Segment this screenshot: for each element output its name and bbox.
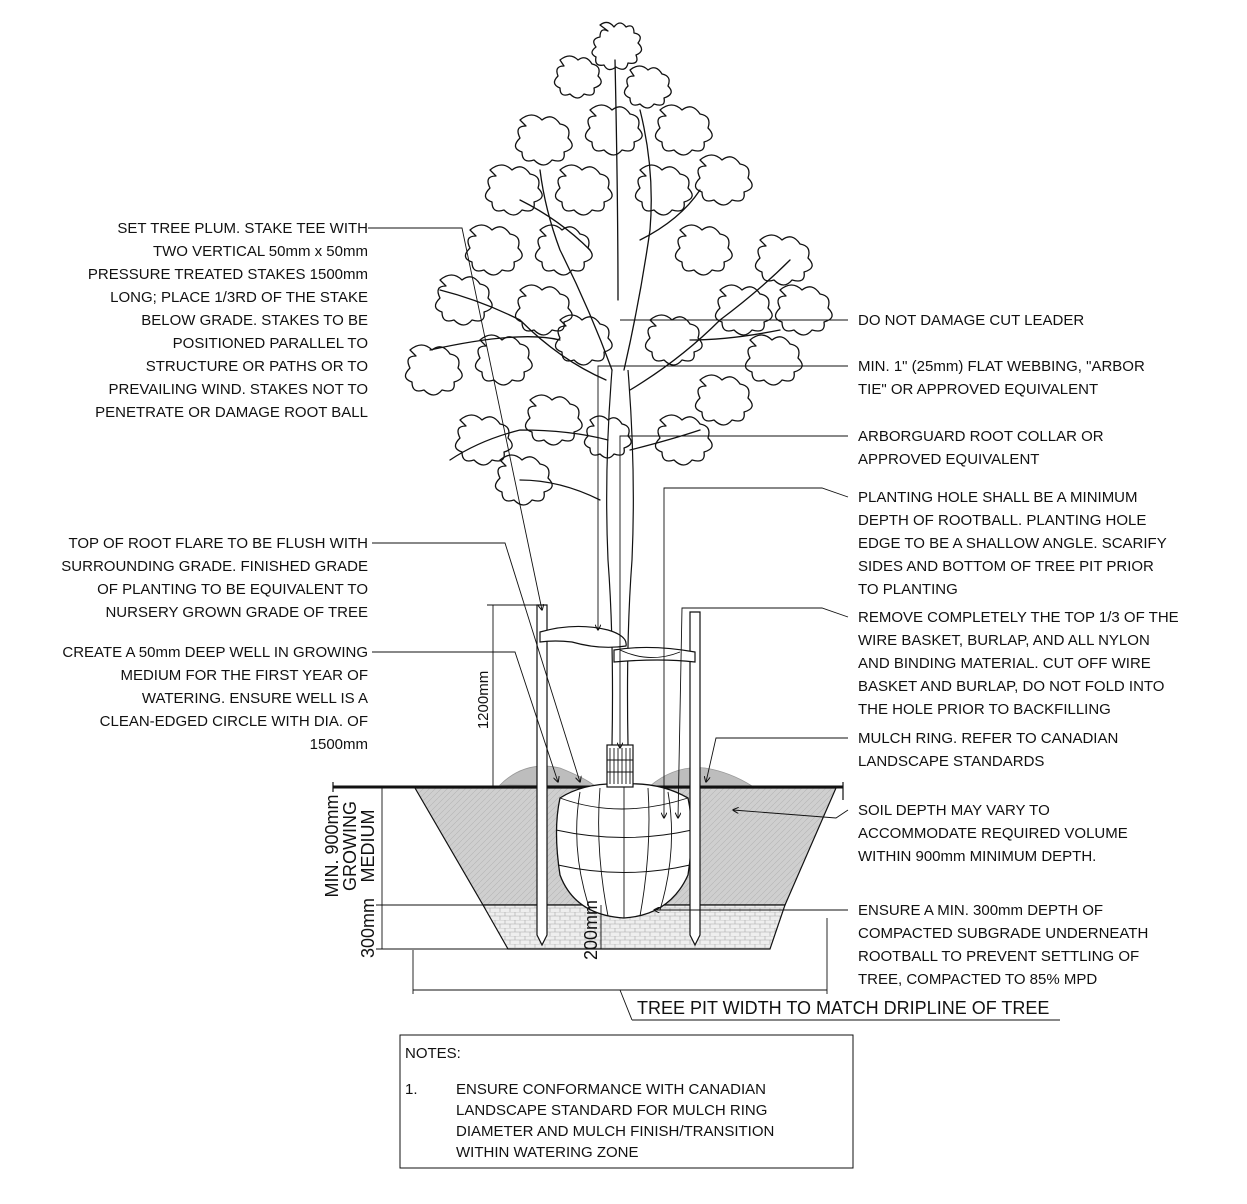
callout-root-flare-line-3: OF PLANTING TO BE EQUIVALENT TO xyxy=(97,581,368,598)
callout-webbing-line-2: TIE" OR APPROVED EQUIVALENT xyxy=(858,381,1098,398)
callout-subgrade: ENSURE A MIN. 300mm DEPTH OF COMPACTED S… xyxy=(858,902,1148,988)
stake-height-dim-text: 1200mm xyxy=(475,671,492,729)
callout-stake-line-3: PRESSURE TREATED STAKES 1500mm xyxy=(88,266,368,283)
callout-subgrade-line-1: ENSURE A MIN. 300mm DEPTH OF xyxy=(858,902,1103,919)
callout-stake: SET TREE PLUM. STAKE TEE WITH TWO VERTIC… xyxy=(88,220,368,421)
right-stake xyxy=(689,611,701,947)
notes-item-line-2: LANDSCAPE STANDARD FOR MULCH RING xyxy=(456,1102,767,1119)
callout-stake-line-4: LONG; PLACE 1/3RD OF THE STAKE xyxy=(110,289,368,306)
stakes xyxy=(536,604,701,947)
callout-well-line-4: CLEAN-EDGED CIRCLE WITH DIA. OF xyxy=(100,713,368,730)
callout-stake-line-9: PENETRATE OR DAMAGE ROOT BALL xyxy=(95,404,368,421)
callout-basket-line-2: WIRE BASKET, BURLAP, AND ALL NYLON xyxy=(858,632,1150,649)
callout-well-line-5: 1500mm xyxy=(310,736,368,753)
callout-root-flare-line-4: NURSERY GROWN GRADE OF TREE xyxy=(105,604,368,621)
callout-stake-line-5: BELOW GRADE. STAKES TO BE xyxy=(141,312,368,329)
callout-stake-line-7: STRUCTURE OR PATHS OR TO xyxy=(146,358,368,375)
callout-basket: REMOVE COMPLETELY THE TOP 1/3 OF THE WIR… xyxy=(858,609,1179,718)
callout-well: CREATE A 50mm DEEP WELL IN GROWING MEDIU… xyxy=(62,644,368,753)
leader-lines xyxy=(368,227,849,910)
callout-soil-line-1: SOIL DEPTH MAY VARY TO xyxy=(858,802,1050,819)
callout-well-line-2: MEDIUM FOR THE FIRST YEAR OF xyxy=(120,667,368,684)
callout-basket-line-1: REMOVE COMPLETELY THE TOP 1/3 OF THE xyxy=(858,609,1179,626)
callout-subgrade-line-3: ROOTBALL TO PREVENT SETTLING OF xyxy=(858,948,1139,965)
dimension-growing-medium: MIN. 900mm GROWING MEDIUM 300mm xyxy=(322,788,508,958)
mulch-ring-right xyxy=(648,767,754,787)
callout-basket-line-5: THE HOLE PRIOR TO BACKFILLING xyxy=(858,701,1111,718)
callout-basket-line-3: AND BINDING MATERIAL. CUT OFF WIRE xyxy=(858,655,1151,672)
growing-medium-dim-line-1: MIN. 900mm xyxy=(322,794,342,897)
pit-width-dim-text: TREE PIT WIDTH TO MATCH DRIPLINE OF TREE xyxy=(637,998,1049,1018)
callout-stake-line-6: POSITIONED PARALLEL TO xyxy=(173,335,368,352)
notes-heading: NOTES: xyxy=(405,1045,461,1062)
callout-root-flare: TOP OF ROOT FLARE TO BE FLUSH WITH SURRO… xyxy=(61,535,368,621)
subgrade-depth-dim-text: 300mm xyxy=(358,898,378,958)
callout-subgrade-line-2: COMPACTED SUBGRADE UNDERNEATH xyxy=(858,925,1148,942)
arbor-tie-webbing xyxy=(539,625,696,663)
callout-subgrade-line-4: TREE, COMPACTED TO 85% MPD xyxy=(858,971,1097,988)
callout-mulch-line-1: MULCH RING. REFER TO CANADIAN xyxy=(858,730,1118,747)
callout-planting-hole-line-4: SIDES AND BOTTOM OF TREE PIT PRIOR xyxy=(858,558,1154,575)
callout-stake-line-2: TWO VERTICAL 50mm x 50mm xyxy=(153,243,368,260)
left-stake xyxy=(536,604,548,947)
callout-planting-hole-line-3: EDGE TO BE A SHALLOW ANGLE. SCARIFY xyxy=(858,535,1167,552)
dimension-rootball-clearance: 200mm xyxy=(581,900,602,960)
notes-item-line-4: WITHIN WATERING ZONE xyxy=(456,1144,638,1161)
dimension-pit-width: TREE PIT WIDTH TO MATCH DRIPLINE OF TREE xyxy=(412,918,1060,1021)
root-ball xyxy=(555,783,693,919)
callout-planting-hole-line-1: PLANTING HOLE SHALL BE A MINIMUM xyxy=(858,489,1138,506)
callout-basket-line-4: BASKET AND BURLAP, DO NOT FOLD INTO xyxy=(858,678,1164,695)
notes-box: NOTES: 1. ENSURE CONFORMANCE WITH CANADI… xyxy=(399,1034,854,1169)
callout-webbing: MIN. 1" (25mm) FLAT WEBBING, "ARBOR TIE"… xyxy=(858,358,1145,398)
callout-root-flare-line-1: TOP OF ROOT FLARE TO BE FLUSH WITH xyxy=(69,535,369,552)
compacted-subgrade xyxy=(481,904,786,950)
callout-planting-hole-line-5: TO PLANTING xyxy=(858,581,958,598)
callout-leader-line-1: DO NOT DAMAGE CUT LEADER xyxy=(858,312,1084,329)
callout-arborguard: ARBORGUARD ROOT COLLAR OR APPROVED EQUIV… xyxy=(858,428,1104,468)
callout-soil: SOIL DEPTH MAY VARY TO ACCOMMODATE REQUI… xyxy=(858,802,1128,865)
callout-root-flare-line-2: SURROUNDING GRADE. FINISHED GRADE xyxy=(61,558,368,575)
callout-webbing-line-1: MIN. 1" (25mm) FLAT WEBBING, "ARBOR xyxy=(858,358,1145,375)
callout-stake-line-8: PREVAILING WIND. STAKES NOT TO xyxy=(109,381,369,398)
callout-mulch: MULCH RING. REFER TO CANADIAN LANDSCAPE … xyxy=(858,730,1118,770)
notes-item-line-1: ENSURE CONFORMANCE WITH CANADIAN xyxy=(456,1081,766,1098)
callout-soil-line-2: ACCOMMODATE REQUIRED VOLUME xyxy=(858,825,1128,842)
notes-item-line-3: DIAMETER AND MULCH FINISH/TRANSITION xyxy=(456,1123,774,1140)
callout-planting-hole-line-2: DEPTH OF ROOTBALL. PLANTING HOLE xyxy=(858,512,1146,529)
rootball-clearance-dim-text: 200mm xyxy=(581,900,601,960)
callout-well-line-3: WATERING. ENSURE WELL IS A xyxy=(142,690,368,707)
callout-planting-hole: PLANTING HOLE SHALL BE A MINIMUM DEPTH O… xyxy=(858,489,1167,598)
callout-soil-line-3: WITHIN 900mm MINIMUM DEPTH. xyxy=(858,848,1096,865)
dimension-stake-height: 1200mm xyxy=(475,604,545,787)
notes-item-number: 1. xyxy=(405,1081,418,1098)
callout-arborguard-line-1: ARBORGUARD ROOT COLLAR OR xyxy=(858,428,1104,445)
growing-medium-dim-line-2: GROWING xyxy=(340,801,360,891)
callout-well-line-1: CREATE A 50mm DEEP WELL IN GROWING xyxy=(62,644,368,661)
callout-leader: DO NOT DAMAGE CUT LEADER xyxy=(858,312,1084,329)
arborguard-root-collar xyxy=(606,744,634,788)
growing-medium-dim-line-3: MEDIUM xyxy=(358,810,378,883)
tree-trunk xyxy=(606,369,634,746)
callout-mulch-line-2: LANDSCAPE STANDARDS xyxy=(858,753,1044,770)
callout-stake-line-1: SET TREE PLUM. STAKE TEE WITH xyxy=(117,220,368,237)
callout-arborguard-line-2: APPROVED EQUIVALENT xyxy=(858,451,1039,468)
